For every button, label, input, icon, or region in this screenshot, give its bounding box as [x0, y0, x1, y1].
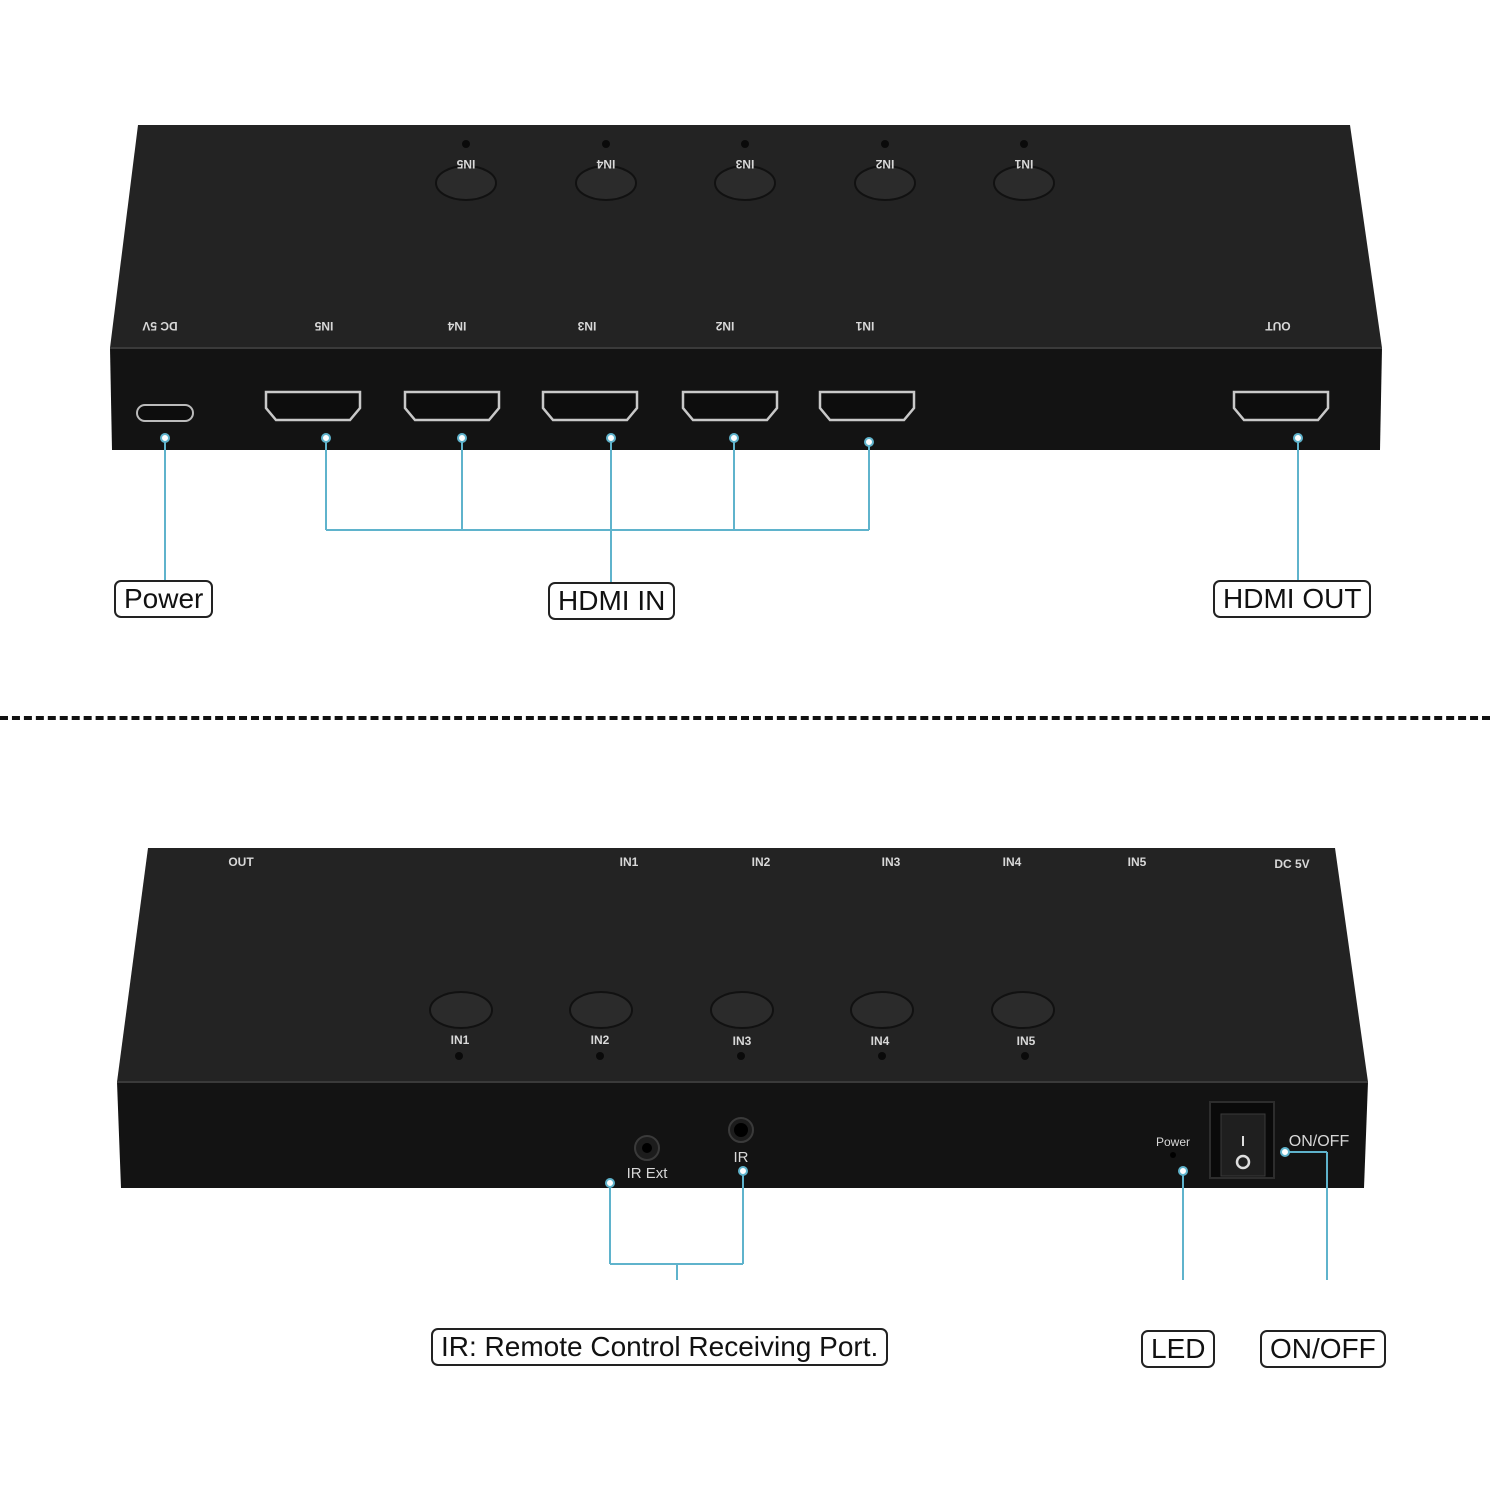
ir-receiver: [728, 1117, 754, 1143]
front-button-in5: [991, 991, 1055, 1060]
top-label-in4: IN4: [1003, 855, 1022, 869]
port-label-in4: IN4: [447, 319, 466, 333]
front-button-in3: [710, 991, 774, 1060]
hdmi-in4-port: [403, 390, 501, 422]
callout-led: LED: [1141, 1330, 1216, 1368]
front-button-label-in5: IN5: [1017, 1034, 1036, 1048]
callout-ir: IR: Remote Control Receiving Port.: [431, 1328, 889, 1366]
hdmi-out-port: [1232, 390, 1330, 422]
top-label-out: OUT: [228, 855, 254, 869]
top-label-in2: IN2: [752, 855, 771, 869]
port-label-in2: IN2: [715, 319, 734, 333]
callout-power: Power: [114, 580, 214, 618]
device-top-surface-front: [117, 848, 1368, 1082]
callout-hdmi-in: HDMI IN: [548, 582, 676, 620]
top-label-in3: IN3: [882, 855, 901, 869]
button-label-in3: IN3: [735, 157, 754, 171]
port-label-in1: IN1: [855, 319, 874, 333]
selector-button-in2: [854, 140, 916, 201]
ir-ext-label: IR Ext: [627, 1165, 669, 1182]
switch-label: ON/OFF: [1289, 1133, 1350, 1150]
top-label-in5: IN5: [1128, 855, 1147, 869]
top-label-dc5v: DC 5V: [1274, 857, 1309, 871]
button-label-in4: IN4: [596, 157, 615, 171]
power-led-label: Power: [1156, 1135, 1190, 1149]
hdmi-in3-port: [541, 390, 639, 422]
button-label-in5: IN5: [456, 157, 475, 171]
selector-button-in5: [435, 140, 497, 201]
front-button-label-in2: IN2: [591, 1033, 610, 1047]
front-button-group: [429, 991, 1055, 1060]
usb-c-power-port: [136, 404, 194, 422]
port-label-dc5v: DC 5V: [142, 319, 177, 333]
hdmi-in1-port: [818, 390, 916, 422]
bottom-device-illustration: OUT IN1 IN2 IN3 IN4 IN5 DC 5V IN1: [117, 848, 1368, 1280]
front-button-label-in3: IN3: [733, 1034, 752, 1048]
front-button-label-in1: IN1: [451, 1033, 470, 1047]
top-button-group: [435, 140, 1055, 201]
selector-button-in1: [993, 140, 1055, 201]
bottom-callout-lines: [609, 1151, 1328, 1280]
front-button-label-in4: IN4: [871, 1034, 890, 1048]
selector-button-in3: [714, 140, 776, 201]
rocker-switch: [1209, 1101, 1275, 1179]
front-button-in2: [569, 991, 633, 1060]
front-button-in4: [850, 991, 914, 1060]
ir-label: IR: [734, 1149, 749, 1166]
callout-hdmi-out: HDMI OUT: [1213, 580, 1372, 618]
ir-ext-jack: [634, 1135, 660, 1161]
device-top-surface: [110, 125, 1382, 348]
front-button-in1: [429, 991, 493, 1060]
hdmi-in5-port: [264, 390, 362, 422]
power-led: [1170, 1152, 1176, 1158]
port-label-out: OUT: [1265, 319, 1291, 333]
top-device-illustration: IN5 IN4 IN3 IN2 IN1 DC 5V IN5 IN4 IN3 IN…: [110, 125, 1382, 582]
top-label-in1: IN1: [620, 855, 639, 869]
button-label-in2: IN2: [875, 157, 894, 171]
top-callout-lines: [164, 438, 1299, 582]
selector-button-in4: [575, 140, 637, 201]
section-divider: [0, 716, 1490, 720]
button-label-in1: IN1: [1014, 157, 1033, 171]
hdmi-in2-port: [681, 390, 779, 422]
port-label-in5: IN5: [314, 319, 333, 333]
port-label-in3: IN3: [577, 319, 596, 333]
callout-onoff: ON/OFF: [1260, 1330, 1386, 1368]
